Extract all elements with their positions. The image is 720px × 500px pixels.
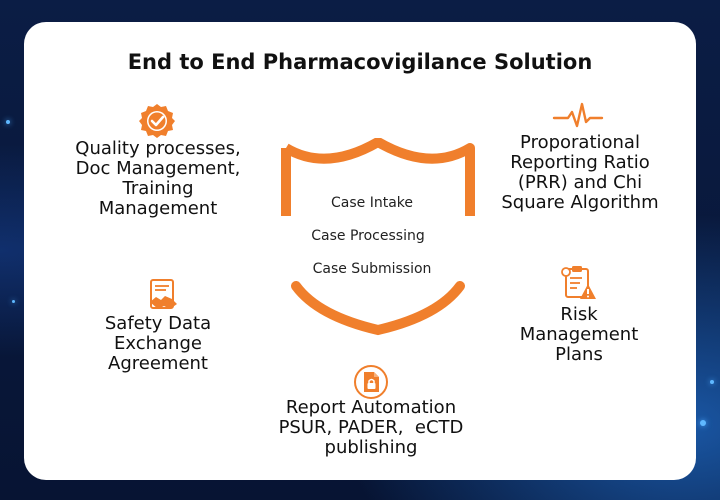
node-sdea-line: Exchange: [114, 333, 202, 354]
pulse-icon: [552, 102, 604, 128]
shield-item-case-submission: Case Submission: [312, 261, 432, 277]
node-report-line: PSUR, PADER, eCTD: [278, 417, 464, 438]
background-dot: [12, 300, 15, 303]
background-dot: [710, 380, 714, 384]
clipboard-warning-icon: [561, 266, 596, 299]
node-sdea-label: Safety Data Exchange Agreement: [68, 314, 248, 374]
node-prr-line: Proporational: [520, 132, 640, 153]
node-quality-line: Doc Management,: [75, 158, 241, 179]
diagram-title: End to End Pharmacovigilance Solution: [127, 50, 593, 74]
node-prr-line: Square Algorithm: [501, 192, 659, 213]
handshake-document-icon: [150, 279, 177, 309]
node-report-line: publishing: [324, 437, 418, 458]
shield-item-case-processing: Case Processing: [311, 228, 425, 244]
background-dot: [700, 420, 706, 426]
node-prr-line: (PRR) and Chi: [517, 172, 643, 193]
shield-item-case-intake: Case Intake: [330, 195, 413, 211]
node-prr-label: Proporational Reporting Ratio (PRR) and …: [482, 133, 678, 213]
node-rmp-line: Management: [519, 324, 639, 345]
node-report-label: Report Automation PSUR, PADER, eCTD publ…: [246, 398, 496, 458]
node-sdea-line: Agreement: [108, 353, 208, 374]
node-quality-label: Quality processes, Doc Management, Train…: [56, 139, 260, 219]
node-quality-line: Management: [98, 198, 218, 219]
node-quality-line: Quality processes,: [75, 138, 241, 159]
shield-top: [281, 138, 475, 216]
content-card: [24, 22, 696, 480]
shield-graphic: [281, 138, 475, 336]
badge-check-icon: [139, 104, 175, 138]
node-rmp-line: Risk: [560, 304, 598, 325]
node-quality-line: Training: [122, 178, 194, 199]
shield-bottom: [291, 281, 465, 336]
locked-file-icon: [354, 365, 388, 399]
node-sdea-line: Safety Data: [104, 313, 212, 334]
node-rmp-line: Plans: [555, 344, 603, 365]
node-prr-line: Reporting Ratio: [510, 152, 650, 173]
node-rmp-label: Risk Management Plans: [494, 305, 664, 365]
node-report-line: Report Automation: [285, 397, 457, 418]
background-dot: [6, 120, 10, 124]
